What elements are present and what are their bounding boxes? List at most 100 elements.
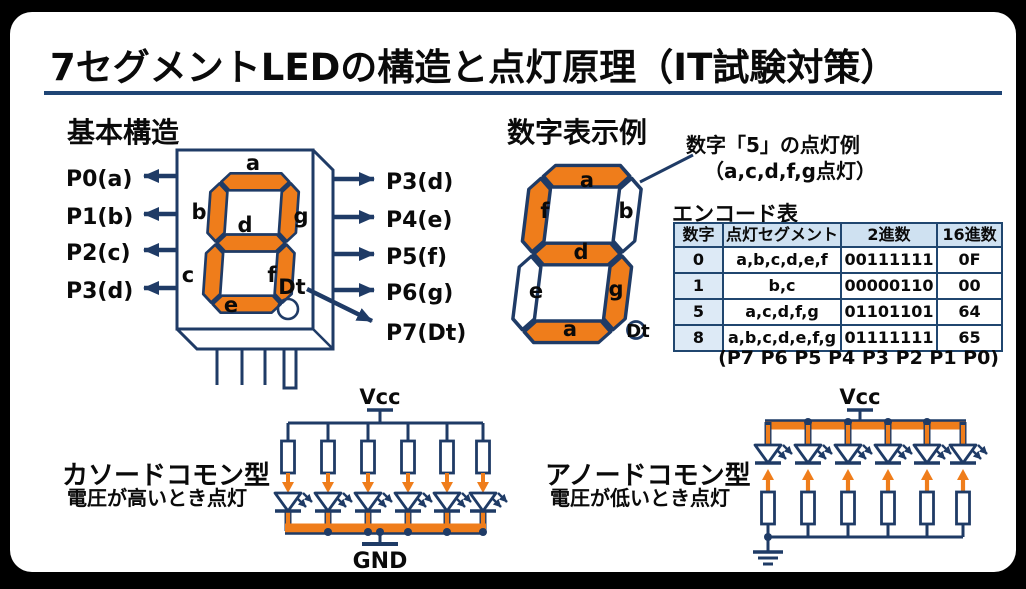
pin-label-p3-right: P3(d) <box>386 170 453 195</box>
seven-segment-digit-5 <box>511 163 643 345</box>
common-anode-bus <box>765 418 966 430</box>
cell-segments: a,b,c,d,e,f <box>722 246 842 274</box>
cell-binary: 01101101 <box>840 298 938 326</box>
col-header-segments: 点灯セグメント <box>722 222 842 248</box>
cell-digit: 1 <box>673 272 724 300</box>
label-segment-upper-left: f <box>540 199 550 223</box>
left-pin-arrows <box>143 169 177 295</box>
pin-label-p7: P7(Dt) <box>386 321 466 346</box>
segment-upper-right <box>277 182 301 243</box>
anode-common-title: アノードコモン型 <box>545 461 751 491</box>
cell-segments: a,b,c,d,e,f,g <box>722 324 842 352</box>
cell-hex: 64 <box>936 298 1003 326</box>
segment-upper-left <box>520 176 553 254</box>
table-row: 1 b,c 00000110 00 <box>673 272 1003 300</box>
cathode-common-circuit: Vcc GND <box>275 385 500 574</box>
pin-label-p1: P1(b) <box>66 205 133 230</box>
digit-example-heading: 数字表示例 <box>507 116 648 149</box>
label-segment-upper-right: g <box>293 204 308 228</box>
label-segment-top: a <box>580 168 594 192</box>
callout-line2: （a,c,d,f,g点灯） <box>704 159 876 183</box>
cell-binary: 00111111 <box>840 246 938 274</box>
label-segment-lower-left: c <box>182 263 194 287</box>
pin-order-footnote: (P7 P6 P5 P4 P3 P2 P1 P0) <box>718 347 999 369</box>
cell-digit: 0 <box>673 246 724 274</box>
cell-digit: 8 <box>673 324 724 352</box>
cell-segments: b,c <box>722 272 842 300</box>
gnd-label: GND <box>353 549 408 574</box>
slide-card: 7セグメントLEDの構造と点灯原理（IT試験対策） 基本構造 数字表示例 <box>10 12 1016 574</box>
label-segment-lower-left: e <box>529 279 543 303</box>
label-segment-lower-right: g <box>608 277 623 301</box>
pin-label-p4: P4(e) <box>386 208 452 233</box>
pin-label-p6: P6(g) <box>386 281 453 306</box>
basic-structure-heading: 基本構造 <box>67 116 180 149</box>
label-decimal-point: Dt <box>626 321 650 342</box>
cell-hex: 0F <box>936 246 1003 274</box>
cell-hex: 65 <box>936 324 1003 352</box>
label-decimal-point: Dt <box>278 275 305 299</box>
led-resistor-branches <box>755 422 987 537</box>
common-cathode-bus <box>285 523 487 536</box>
earth-ground-symbol <box>753 537 783 566</box>
cathode-common-subtitle: 電圧が高いとき点灯 <box>67 486 247 510</box>
title-underline <box>44 91 1002 95</box>
right-pin-arrows <box>306 172 375 324</box>
table-row: 8 a,b,c,d,e,f,g 01111111 65 <box>673 324 1003 352</box>
vcc-label: Vcc <box>359 385 400 409</box>
pin-label-p2: P2(c) <box>66 241 131 266</box>
pin-label-p3-left: P3(d) <box>66 279 133 304</box>
decimal-point-dot <box>626 320 646 340</box>
segment-lower-right <box>601 254 634 332</box>
pin-label-p5: P5(f) <box>386 245 447 270</box>
cell-binary: 01111111 <box>840 324 938 352</box>
package-pins <box>215 349 298 390</box>
cell-binary: 00000110 <box>840 272 938 300</box>
cell-hex: 00 <box>936 272 1003 300</box>
table-row: 5 a,c,d,f,g 01101101 64 <box>673 298 1003 326</box>
pin-label-p0: P0(a) <box>66 167 132 192</box>
col-header-binary: 2進数 <box>840 222 938 248</box>
table-header-row: 数字 点灯セグメント 2進数 16進数 <box>673 222 1003 248</box>
label-segment-middle: d <box>237 213 252 237</box>
decimal-point-dot <box>276 297 300 321</box>
vcc-symbol <box>367 408 393 423</box>
label-segment-upper-right: b <box>618 199 633 223</box>
segment-middle <box>215 233 287 253</box>
cathode-common-title: カソードコモン型 <box>62 461 271 491</box>
cell-segments: a,c,d,f,g <box>722 298 842 326</box>
segment-lower-right <box>273 243 296 304</box>
label-segment-bottom: e <box>224 293 238 317</box>
encode-table: 数字 点灯セグメント 2進数 16進数 0 a,b,c,d,e,f 001111… <box>673 222 1003 352</box>
vcc-label: Vcc <box>839 385 880 409</box>
segment-top <box>541 163 632 189</box>
gnd-symbol <box>362 532 398 546</box>
segment-upper-right <box>611 176 643 254</box>
segment-top <box>219 171 291 192</box>
segment-bottom <box>522 319 613 345</box>
segment-lower-left <box>511 254 543 332</box>
segment-middle <box>532 241 622 267</box>
label-segment-lower-right: f <box>267 263 277 287</box>
cell-digit: 5 <box>673 298 724 326</box>
col-header-hex: 16進数 <box>936 222 1003 248</box>
label-segment-upper-left: b <box>191 200 206 224</box>
basic-structure-diagram: a b g d c f e Dt P0(a) P1(b) P2(c) P3(d) <box>66 148 466 390</box>
anode-common-circuit: Vcc <box>745 385 980 566</box>
digit-example-diagram: a f b d e g a Dt <box>511 153 694 345</box>
callout-connector-line <box>639 153 694 184</box>
segment-lower-left <box>201 243 225 304</box>
encode-table-heading: エンコード表 <box>672 202 798 226</box>
label-segment-bottom: a <box>563 317 577 341</box>
vcc-symbol <box>847 408 873 421</box>
col-header-digit: 数字 <box>673 222 724 248</box>
led-resistor-branches <box>275 423 507 531</box>
callout-line1: 数字「5」の点灯例 <box>686 133 860 157</box>
segment-bottom <box>211 294 283 315</box>
anode-common-subtitle: 電圧が低いとき点灯 <box>550 486 730 510</box>
page-title: 7セグメントLEDの構造と点灯原理（IT試験対策） <box>50 46 898 89</box>
segment-upper-left <box>206 182 229 243</box>
label-segment-middle: d <box>573 240 588 264</box>
led-package-box <box>175 148 335 351</box>
table-row: 0 a,b,c,d,e,f 00111111 0F <box>673 246 1003 274</box>
